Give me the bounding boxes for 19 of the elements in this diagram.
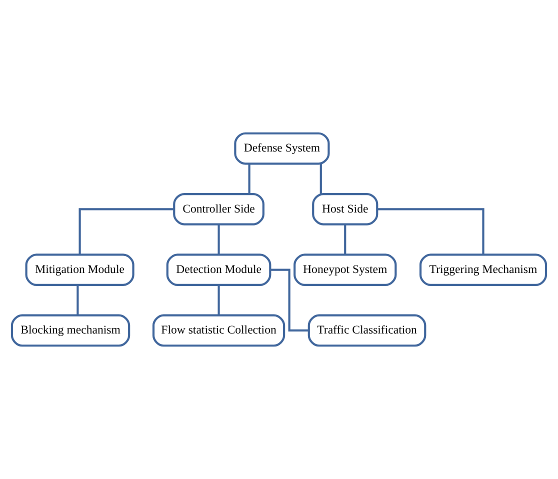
connector <box>76 285 79 315</box>
connector <box>377 208 484 255</box>
node-box: Flow statistic Collection <box>152 314 286 347</box>
connector <box>320 164 322 194</box>
node-box: Triggering Mechanism <box>419 254 548 286</box>
node-box: Traffic Classification <box>308 314 426 347</box>
node-box: Controller Side <box>173 192 264 226</box>
connector <box>344 224 346 254</box>
node-box: Defense System <box>234 132 330 165</box>
connector <box>218 224 220 254</box>
node-box: Blocking mechanism <box>10 314 130 347</box>
node-box: Host Side <box>312 192 378 226</box>
node-box: Detection Module <box>166 254 272 286</box>
connector <box>78 208 174 255</box>
connector <box>218 285 220 315</box>
connector <box>248 164 250 194</box>
node-box: Mitigation Module <box>25 254 134 286</box>
node-box: Honeypot System <box>294 254 397 286</box>
connector <box>270 268 309 332</box>
